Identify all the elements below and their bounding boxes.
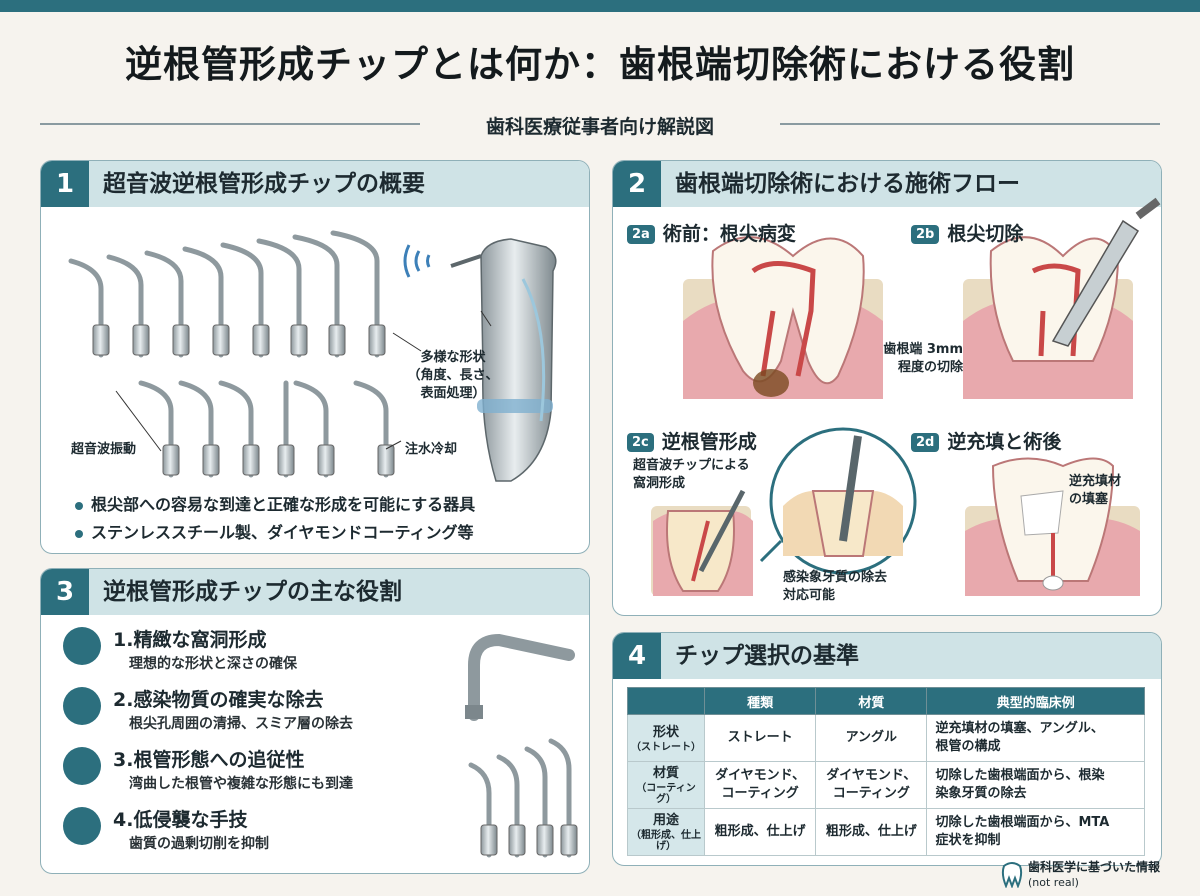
top-accent-bar — [0, 0, 1200, 12]
bacteria-icon — [63, 687, 101, 725]
tip-shank — [480, 824, 498, 856]
ultrasonic-tip — [330, 230, 380, 358]
tip-shank — [162, 444, 180, 476]
label-vibration: 超音波振動 — [71, 442, 137, 457]
tip-shank — [377, 444, 395, 476]
table-row: 材質（コーティング） ダイヤモンド、コーティング ダイヤモンド、コーティング 切… — [627, 761, 1145, 809]
panel-title: 超音波逆根管形成チップの概要 — [103, 171, 425, 197]
tip-shank — [508, 824, 526, 856]
ultrasonic-tip — [218, 380, 254, 478]
panel-title: 歯根端切除術における施術フロー — [675, 171, 1020, 197]
tip-shank — [328, 324, 346, 356]
panel-number: 2 — [613, 161, 661, 207]
tip-row-top — [68, 230, 386, 358]
ultrasonic-tip — [293, 380, 329, 478]
footer-note: 歯科医学に基づいた情報 (not real) — [998, 856, 1198, 894]
label-retrofill: 逆充填材の填塞 — [1069, 474, 1122, 507]
ultrasonic-tip — [468, 762, 492, 858]
label-shapes: 多様な形状 （角度、長さ、 表面処理） — [407, 350, 499, 401]
panel-number: 3 — [41, 569, 89, 615]
retrograde-prep-illustration — [651, 427, 917, 596]
ultrasonic-tip — [144, 250, 184, 358]
role-item: 1.精緻な窩洞形成理想的な形状と深さの確保 — [63, 625, 503, 683]
ultrasonic-tip — [178, 380, 214, 478]
panel-tip-roles: 3 逆根管形成チップの主な役割 1.精緻な窩洞形成理想的な形状と深さの確保 2.… — [40, 568, 590, 874]
ultrasonic-tip — [138, 380, 174, 478]
flow-illustration — [651, 197, 1161, 596]
curve-icon — [63, 747, 101, 785]
tip-shank — [132, 324, 150, 356]
table-row: 形状（ストレート） ストレート アングル 逆充填材の填塞、アングル、根管の構成 — [627, 714, 1145, 762]
ultrasonic-tip — [220, 242, 264, 358]
panel-title: チップ選択の基準 — [675, 643, 859, 669]
panel-title: 逆根管形成チップの主な役割 — [103, 579, 402, 605]
panel-header: 4 チップ選択の基準 — [613, 633, 1161, 679]
subtitle-row: 歯科医療従事者向け解説図 — [40, 112, 1160, 138]
role-item: 3.根管形態への追従性湾曲した根管や複雑な形態にも到達 — [63, 745, 503, 803]
mini-tips-group — [468, 738, 578, 858]
tooth-lesion-illustration — [683, 236, 883, 399]
selection-table: 種類 材質 典型的臨床例 形状（ストレート） ストレート アングル 逆充填材の填… — [627, 687, 1145, 856]
panel-header: 1 超音波逆根管形成チップの概要 — [41, 161, 589, 207]
tooth-logo-icon — [1001, 862, 1023, 888]
ultrasonic-tip — [524, 746, 548, 858]
tip-shank — [242, 444, 260, 476]
tip-shank — [368, 324, 386, 356]
tip-shank — [92, 324, 110, 356]
page-subtitle: 歯科医療従事者向け解説図 — [471, 116, 728, 138]
page-title: 逆根管形成チップとは何か：歯根端切除術における役割 — [125, 43, 1075, 86]
ultrasonic-tip — [292, 234, 340, 358]
tooth-icon — [63, 627, 101, 665]
panel-tip-overview: 1 超音波逆根管形成チップの概要 多様な形状 （角度、長さ、 表面処理） 超音波 — [40, 160, 590, 554]
panel-header: 3 逆根管形成チップの主な役割 — [41, 569, 589, 615]
label-infected-removal: 感染象牙質の除去対応可能 — [783, 570, 888, 603]
tips-illustration — [68, 230, 557, 482]
tip-shank — [202, 444, 220, 476]
ultrasonic-tip — [68, 258, 104, 358]
tip-shank — [290, 324, 308, 356]
ultrasonic-tip — [496, 754, 520, 858]
root-resection-illustration — [963, 197, 1161, 399]
bullet-item: 根尖部への容易な到達と正確な形成を可能にする器具 — [75, 491, 475, 515]
table-row: 用途（粗形成、仕上げ） 粗形成、仕上げ 粗形成、仕上げ 切除した歯根端面から、M… — [627, 808, 1145, 856]
tip-shank — [560, 824, 578, 856]
divider-left — [40, 123, 420, 125]
ultrasonic-tip — [106, 254, 144, 358]
role-item: 4.低侵襲な手技歯質の過剰切削を抑制 — [63, 805, 503, 863]
panel-number: 4 — [613, 633, 661, 679]
tip-row-bottom — [138, 380, 395, 478]
tips-side-illustration — [465, 633, 578, 858]
tip-shank — [317, 444, 335, 476]
panel-number: 1 — [41, 161, 89, 207]
panel-surgery-flow: 2 歯根端切除術における施術フロー — [612, 160, 1162, 616]
bullet-item: ステンレススチール製、ダイヤモンドコーティング等 — [75, 519, 474, 543]
label-cooling: 注水冷却 — [405, 442, 458, 457]
ultrasonic-tip — [353, 380, 389, 478]
ultrasonic-tip — [548, 738, 572, 858]
retrofill-illustration — [965, 457, 1140, 596]
divider-right — [780, 123, 1160, 125]
tip-shank — [172, 324, 190, 356]
panel-header: 2 歯根端切除術における施術フロー — [613, 161, 1161, 207]
label-ultrasonic-prep: 超音波チップによる窩洞形成 — [633, 458, 750, 491]
tip-shank — [252, 324, 270, 356]
role-item: 2.感染物質の確実な除去根尖孔周囲の清掃、スミア層の除去 — [63, 685, 503, 743]
panel-tip-selection: 4 チップ選択の基準 種類 材質 典型的臨床例 形状（ストレート） ストレート … — [612, 632, 1162, 866]
handpiece-icon — [403, 238, 557, 482]
ultrasonic-tip — [182, 246, 224, 358]
tip-shank — [536, 824, 554, 856]
tip-shank — [212, 324, 230, 356]
ultrasonic-tip — [256, 238, 302, 358]
hand-tool-icon — [63, 807, 101, 845]
tip-shank — [277, 444, 295, 476]
